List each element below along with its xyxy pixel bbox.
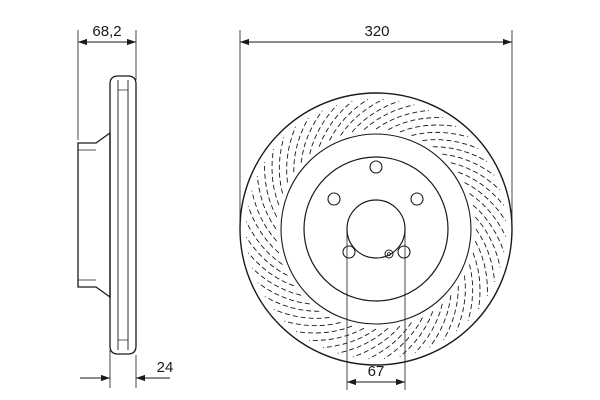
cooling-vane [352,325,401,358]
cooling-vane [456,275,466,332]
locating-screw-hole [384,249,394,259]
hub-hat-outline [77,131,111,299]
friction-ring-outline [109,75,137,355]
cooling-vane [429,295,452,348]
cooling-vane [474,216,501,268]
cooling-vane [286,126,296,183]
cooling-vane [296,325,353,334]
center-bore [346,199,406,259]
thickness-dimension-label: 68,2 [92,23,121,40]
cooling-vane [293,117,309,173]
cooling-vane [387,117,443,131]
diameter-dimension-label: 320 [364,23,389,40]
cooling-vane [399,124,456,133]
cooling-vane [284,320,341,327]
disc-outer-edge [239,92,513,366]
cooling-vane [414,303,443,354]
cooling-vane [474,240,488,296]
cooling-vane [256,175,277,230]
cooling-vane [399,311,434,358]
cooling-vane [300,110,323,163]
cooling-vane [432,146,488,162]
hub-face [303,156,449,302]
cooling-vanes [245,98,507,360]
cooling-vane [383,317,423,360]
cooling-vane [329,98,369,141]
cooling-vane [245,236,288,276]
cooling-vane [309,327,365,341]
cooling-vane [264,162,278,218]
bolt-hole [369,160,383,174]
cooling-vane [422,139,479,149]
cooling-vane [472,252,481,309]
cooling-vane [411,131,468,138]
cooling-vane [351,100,400,133]
cooling-vane [340,98,384,136]
bolt-hole [327,192,341,206]
cooling-vane [469,193,507,237]
cooling-vane [247,252,294,287]
cooling-vane [309,104,338,155]
cooling-vane [273,309,330,319]
cooling-vane [251,267,302,296]
bolt-holes [327,160,424,259]
cooling-vane [257,282,310,305]
cooling-vane [322,328,377,349]
cooling-vane [264,296,320,312]
cooling-vane [318,100,353,147]
bolt-hole [410,192,424,206]
cooling-vane [375,109,430,130]
hub-bore-dimension-label: 67 [368,363,385,380]
cooling-vane [278,137,285,194]
cooling-vane [251,190,278,242]
cooling-vane [475,228,496,283]
disc-thickness-dimension-label: 24 [157,359,174,376]
bolt-hole [397,245,411,259]
bolt-hole [342,245,356,259]
cooling-vane [245,221,283,265]
cooling-vane [467,264,474,321]
side-view: 68,2 24 [77,23,174,388]
cooling-vane [464,182,507,222]
cooling-vane [247,205,280,254]
cooling-vane [443,285,459,341]
cooling-vane [450,162,501,191]
cooling-vane [271,149,280,206]
cooling-vane [458,171,505,206]
cooling-vane [368,322,412,360]
cooling-vane [337,327,389,354]
front-view: 320 67 [239,23,513,390]
cooling-vane [472,204,505,253]
cooling-vane [363,104,415,131]
friction-ring-inner-edge [280,133,472,325]
cooling-vane [442,153,495,176]
